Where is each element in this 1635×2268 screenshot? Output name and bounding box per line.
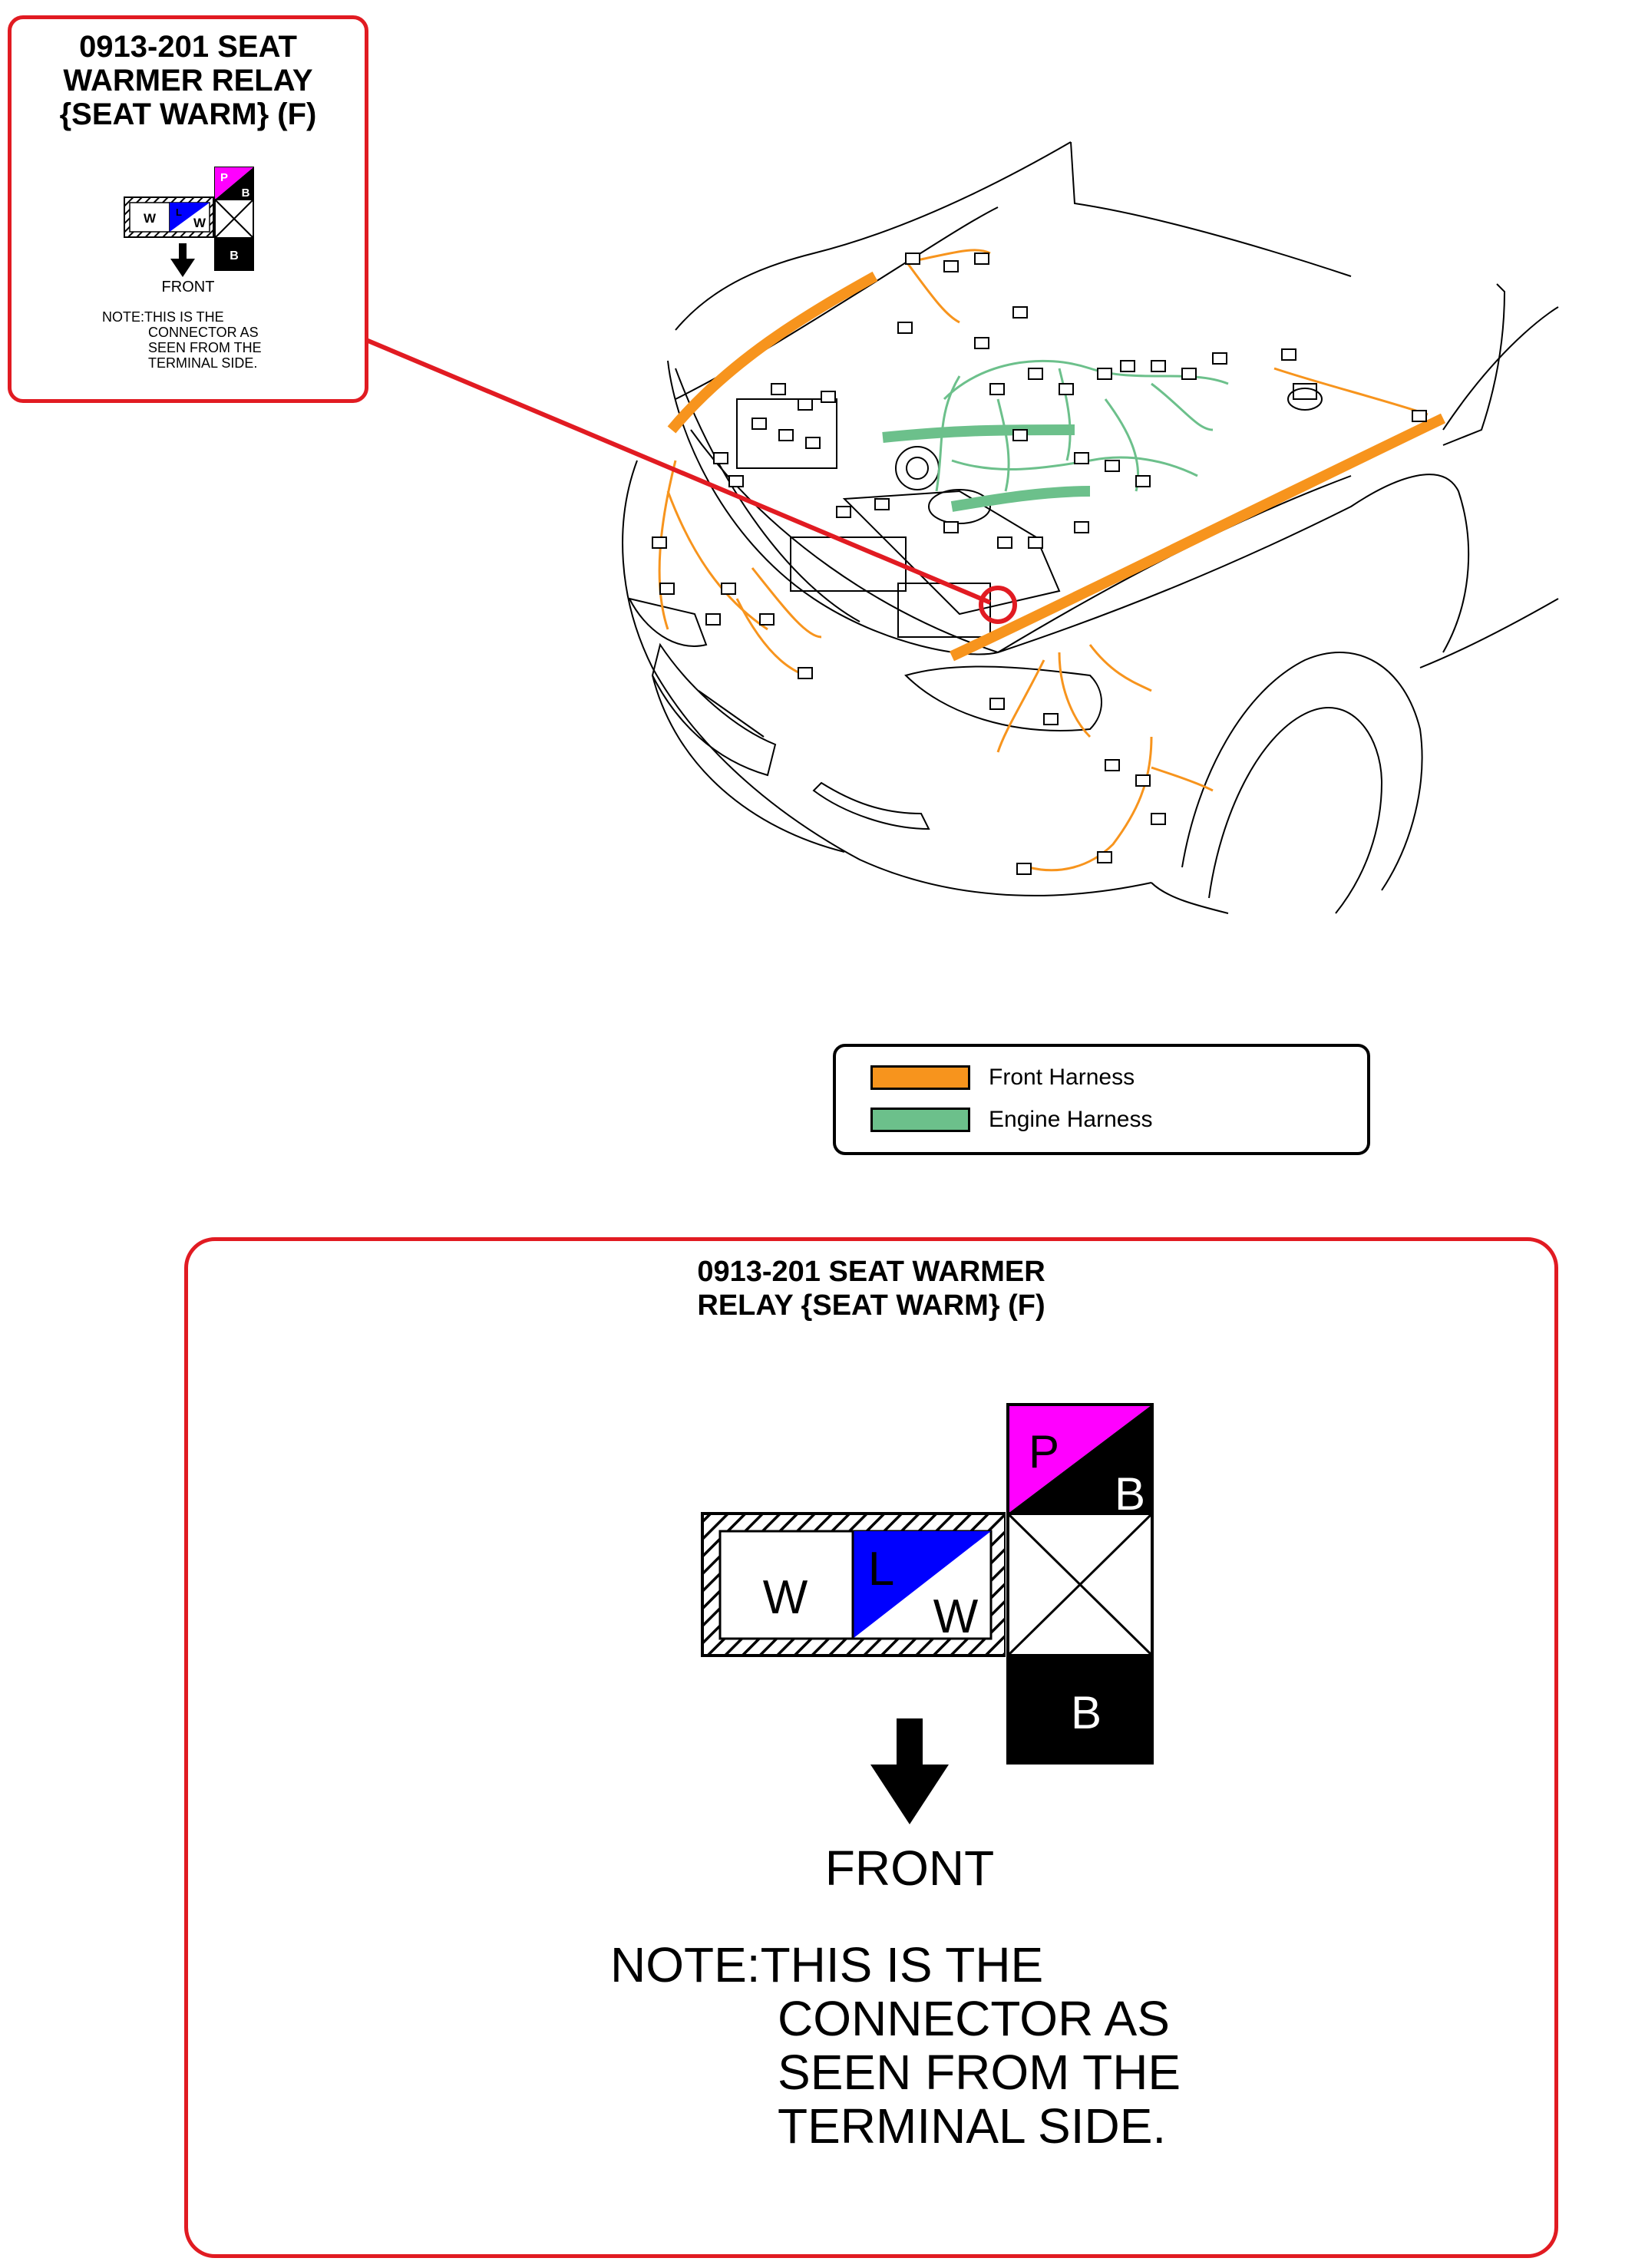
small-connector-diagram: W L W P B B (124, 167, 254, 271)
big-front-label: FRONT (824, 1840, 995, 1896)
big-front-arrow-icon (870, 1718, 949, 1824)
legend-item-front-harness: Front Harness (870, 1062, 1135, 1093)
big-pin-left-w: W (763, 1571, 808, 1624)
big-callout-title-line-2: RELAY {SEAT WARM} (F) (697, 1289, 1045, 1322)
legend-label-engine-harness: Engine Harness (989, 1107, 1153, 1132)
legend-label-front-harness: Front Harness (989, 1065, 1135, 1090)
big-callout-box: 0913-201 SEAT WARMER RELAY {SEAT WARM} (… (184, 1237, 1558, 2258)
small-pin-top-p: P (220, 171, 228, 184)
small-callout-title-line-3: {SEAT WARM} (F) (59, 97, 317, 131)
big-connector-diagram (701, 1512, 1006, 1657)
small-pin-left-w: W (144, 211, 157, 226)
big-pin-top-p: P (1029, 1426, 1059, 1477)
small-callout-box: 0913-201 SEAT WARMER RELAY {SEAT WARM} (… (8, 15, 368, 403)
small-callout-title-line-1: 0913-201 SEAT (79, 30, 297, 64)
harness-legend: Front Harness Engine Harness (833, 1044, 1370, 1155)
callout-leader (359, 335, 1017, 624)
small-note-line-2: CONNECTOR AS (148, 325, 259, 340)
legend-item-engine-harness: Engine Harness (870, 1104, 1152, 1135)
small-note-line-4: TERMINAL SIDE. (148, 355, 258, 371)
small-front-label: FRONT (161, 279, 215, 295)
legend-swatch-engine-harness (870, 1108, 970, 1132)
small-note-line-3: SEEN FROM THE (148, 340, 262, 355)
big-pin-bottom-b: B (1071, 1687, 1102, 1738)
big-note-line-4: TERMINAL SIDE. (778, 2098, 1167, 2154)
big-pin-mid-w: W (933, 1590, 979, 1643)
small-pin-mid-l: L (176, 206, 182, 218)
big-connector-left-labels: W L W (763, 1543, 979, 1643)
big-note: NOTE: THIS IS THE CONNECTOR AS SEEN FROM… (610, 1938, 1181, 2153)
big-connector-right-column: P B B (1006, 1403, 1154, 1765)
big-callout-title-line-1: 0913-201 SEAT WARMER (697, 1256, 1045, 1288)
big-note-line-1: THIS IS THE (760, 1937, 1044, 1992)
big-pin-mid-l: L (868, 1543, 894, 1596)
small-pin-bottom-b: B (230, 249, 239, 262)
legend-swatch-front-harness (870, 1065, 970, 1090)
big-note-prefix: NOTE: (610, 1937, 761, 1992)
small-pin-mid-w: W (193, 216, 206, 230)
small-note-line-1: NOTE:THIS IS THE (102, 309, 224, 325)
big-note-line-3: SEEN FROM THE (778, 2045, 1181, 2100)
small-front-arrow-icon (170, 243, 195, 277)
big-pin-top-b: B (1115, 1468, 1145, 1520)
small-note: NOTE:THIS IS THE CONNECTOR AS SEEN FROM … (102, 309, 262, 371)
big-note-line-2: CONNECTOR AS (778, 1991, 1170, 2046)
vehicle-illustration (359, 141, 1559, 914)
small-pin-top-b: B (242, 187, 250, 200)
small-callout-title-line-2: WARMER RELAY (63, 64, 313, 97)
